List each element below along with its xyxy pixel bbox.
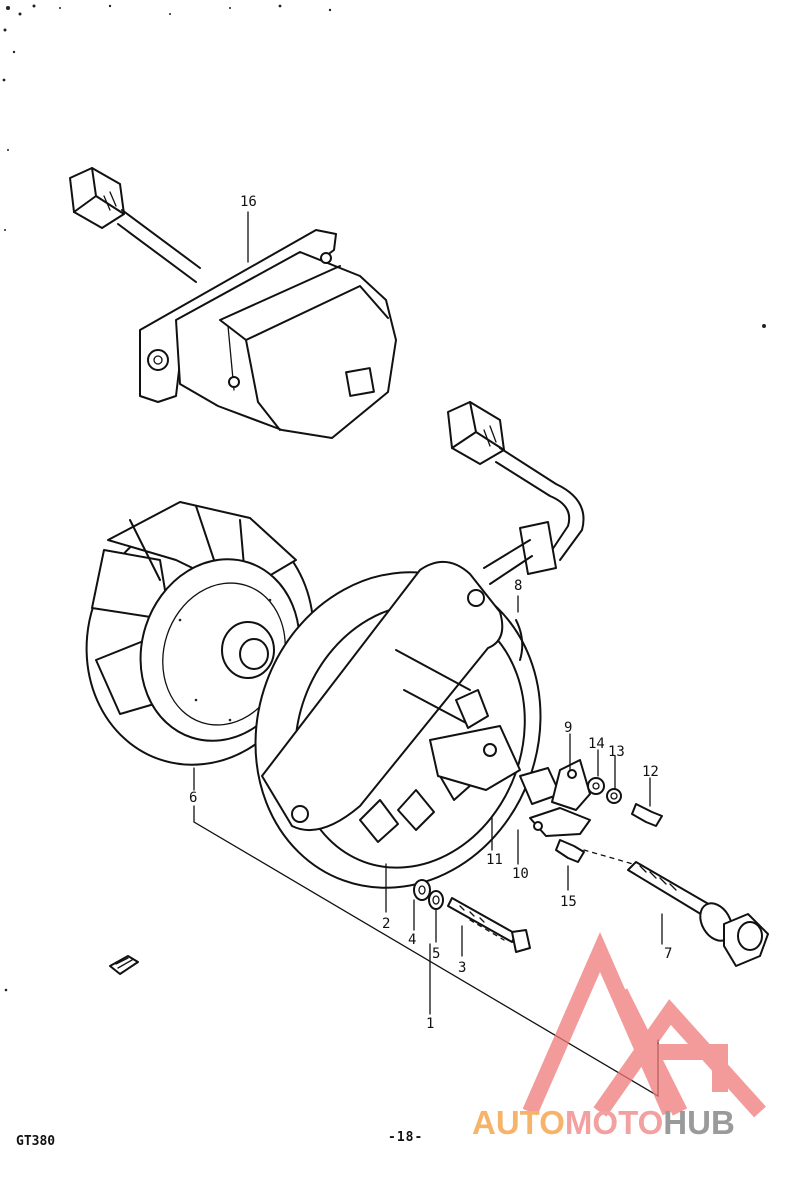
- callout-14: 14: [588, 736, 605, 752]
- callout-2: 2: [382, 916, 390, 932]
- callout-13: 13: [608, 744, 625, 760]
- watermark-moto: MOTO: [564, 1104, 664, 1141]
- model-label: GT380: [16, 1134, 56, 1149]
- watermark-hub: HUB: [663, 1104, 735, 1141]
- regulator-assembly: [69, 167, 397, 439]
- center-bolt: [627, 861, 769, 967]
- page-number: -18-: [388, 1130, 424, 1145]
- direction-mark: [109, 955, 139, 975]
- callout-12: 12: [642, 764, 659, 780]
- small-parts: [469, 759, 663, 941]
- callout-4: 4: [408, 932, 416, 948]
- stator-lead-assembly: [447, 401, 585, 585]
- scan-noise: [2, 4, 766, 992]
- watermark-auto: AUTO: [472, 1104, 565, 1141]
- callout-1: 1: [426, 1016, 434, 1032]
- callout-7: 7: [664, 946, 672, 962]
- rotor: [85, 501, 315, 766]
- mount-hardware: [413, 879, 531, 953]
- callout-5: 5: [432, 946, 440, 962]
- callout-labels: 16 8 9 14 13 12 6 11 10 15 7 2 4 5 3 1: [189, 194, 672, 1032]
- callout-6: 6: [189, 790, 197, 806]
- callout-11: 11: [486, 852, 503, 868]
- callout-8: 8: [514, 578, 522, 594]
- automotohub-logo-icon: [522, 932, 766, 1118]
- callout-3: 3: [458, 960, 466, 976]
- callout-16: 16: [240, 194, 257, 210]
- callout-9: 9: [564, 720, 572, 736]
- callout-10: 10: [512, 866, 529, 882]
- callout-15: 15: [560, 894, 577, 910]
- watermark-text: AUTOMOTOHUB: [472, 1104, 735, 1142]
